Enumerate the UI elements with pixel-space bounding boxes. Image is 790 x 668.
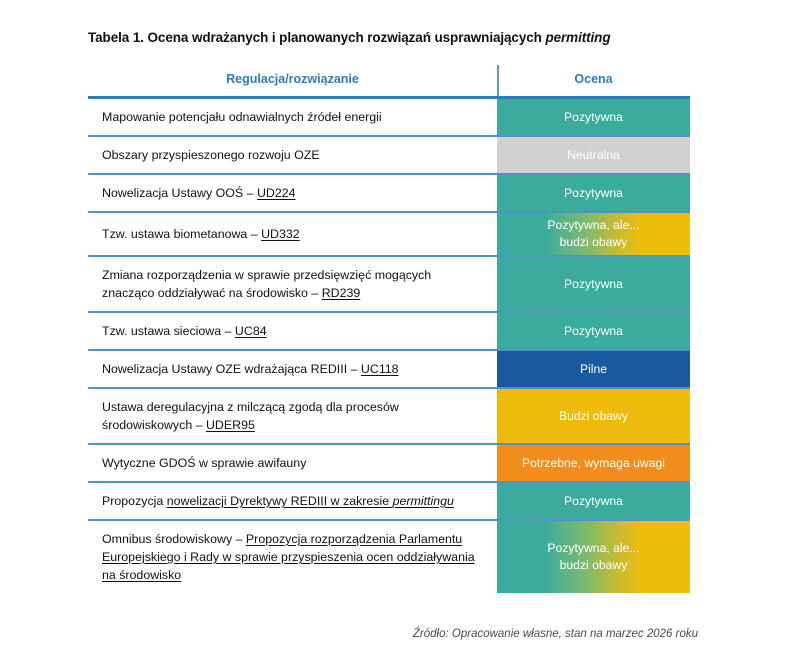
- regulation-text: Wytyczne GDOŚ w sprawie awifauny: [102, 454, 306, 472]
- assessment-line: Pilne: [579, 361, 608, 376]
- assessment-line: budzi obawy: [559, 558, 628, 572]
- regulation-cell: Zmiana rozporządzenia w sprawie przedsię…: [88, 257, 497, 311]
- regulation-plain-text: Nowelizacja Ustawy OZE wdrażająca REDIII…: [102, 362, 361, 376]
- page-title: Tabela 1. Ocena wdrażanych i planowanych…: [88, 30, 728, 45]
- regulation-cell: Tzw. ustawa biometanowa – UD332: [88, 213, 497, 255]
- regulation-reference-link[interactable]: permittingu: [392, 494, 454, 508]
- assessment-cell: Pozytywna: [497, 313, 690, 349]
- assessment-badge: Pozytywna: [564, 493, 623, 510]
- assessment-cell: Pozytywna, ale... budzi obawy: [497, 213, 690, 255]
- assessment-line: Neutralna: [567, 147, 620, 162]
- assessment-line: budzi obawy: [559, 235, 628, 249]
- table-row: Tzw. ustawa sieciowa – UC84 Pozytywna: [88, 313, 690, 351]
- table-row: Obszary przyspieszonego rozwoju OZE Neutr…: [88, 137, 690, 175]
- assessment-line: Budzi obawy: [558, 408, 629, 423]
- regulation-plain-text: Omnibus środowiskowy –: [102, 532, 246, 546]
- regulation-reference-link[interactable]: Propozycja rozporządzenia Parlamentu Eur…: [102, 532, 475, 582]
- regulation-plain-text: Propozycja: [102, 494, 167, 508]
- regulation-reference-link[interactable]: UDER95: [205, 418, 255, 432]
- regulation-cell: Nowelizacja Ustawy OOŚ – UD224: [88, 175, 497, 211]
- page-title-italic-word: permitting: [545, 30, 611, 45]
- regulation-text: Tzw. ustawa sieciowa – UC84: [102, 322, 267, 340]
- regulation-plain-text: Mapowanie potencjału odnawialnych źródeł…: [102, 110, 382, 124]
- assessment-cell: Pozytywna: [497, 257, 690, 311]
- assessment-badge: Pozytywna, ale... budzi obawy: [547, 540, 639, 574]
- assessment-cell: Pozytywna: [497, 175, 690, 211]
- assessment-table: Regulacja/rozwiązanie Ocena Mapowanie po…: [88, 62, 690, 593]
- assessment-line: Pozytywna: [564, 185, 623, 200]
- table-body: Mapowanie potencjału odnawialnych źródeł…: [88, 99, 690, 593]
- assessment-line: Pozytywna, ale...: [547, 541, 640, 555]
- assessment-badge: Neutralna: [567, 147, 620, 164]
- assessment-cell: Potrzebne, wymaga uwagi: [497, 445, 690, 481]
- assessment-badge: Pozytywna: [564, 323, 623, 340]
- regulation-cell: Ustawa deregulacyjna z milczącą zgodą dl…: [88, 389, 497, 443]
- table-row: Nowelizacja Ustawy OZE wdrażająca REDIII…: [88, 351, 690, 389]
- regulation-text: Nowelizacja Ustawy OOŚ – UD224: [102, 184, 296, 202]
- assessment-line: Pozytywna, ale...: [547, 218, 640, 232]
- assessment-cell: Budzi obawy: [497, 389, 690, 443]
- assessment-line: Pozytywna: [564, 109, 623, 124]
- assessment-line: Pozytywna: [564, 493, 623, 508]
- regulation-reference-link[interactable]: UD224: [256, 186, 296, 200]
- table-row: Wytyczne GDOŚ w sprawie awifauny Potrzebn…: [88, 445, 690, 483]
- assessment-line: Potrzebne, wymaga uwagi: [522, 455, 665, 470]
- regulation-reference-link[interactable]: UD332: [261, 227, 300, 241]
- assessment-line: Pozytywna: [564, 323, 623, 338]
- assessment-cell: Neutralna: [497, 137, 690, 173]
- regulation-cell: Propozycja nowelizacji Dyrektywy REDIII …: [88, 483, 497, 519]
- regulation-text: Omnibus środowiskowy – Propozycja rozpor…: [102, 530, 483, 584]
- assessment-badge: Pilne: [580, 361, 607, 378]
- regulation-cell: Mapowanie potencjału odnawialnych źródeł…: [88, 99, 497, 135]
- table-row: Omnibus środowiskowy – Propozycja rozpor…: [88, 521, 690, 593]
- table-row: Zmiana rozporządzenia w sprawie przedsię…: [88, 257, 690, 313]
- table-row: Mapowanie potencjału odnawialnych źródeł…: [88, 99, 690, 137]
- regulation-cell: Obszary przyspieszonego rozwoju OZE: [88, 137, 497, 173]
- assessment-badge: Pozytywna, ale... budzi obawy: [547, 217, 639, 251]
- regulation-text: Nowelizacja Ustawy OZE wdrażająca REDIII…: [102, 360, 399, 378]
- assessment-badge: Pozytywna: [564, 109, 623, 126]
- table-row: Propozycja nowelizacji Dyrektywy REDIII …: [88, 483, 690, 521]
- regulation-text: Ustawa deregulacyjna z milczącą zgodą dl…: [102, 398, 483, 434]
- table-row: Ustawa deregulacyjna z milczącą zgodą dl…: [88, 389, 690, 445]
- assessment-line: Pozytywna: [564, 276, 623, 291]
- regulation-reference-link[interactable]: RD239: [321, 286, 361, 300]
- regulation-plain-text: Zmiana rozporządzenia w sprawie przedsię…: [102, 268, 432, 300]
- regulation-reference-link[interactable]: UC118: [360, 362, 399, 376]
- table-row: Tzw. ustawa biometanowa – UD332 Pozytywna…: [88, 213, 690, 257]
- regulation-cell: Tzw. ustawa sieciowa – UC84: [88, 313, 497, 349]
- regulation-cell: Nowelizacja Ustawy OZE wdrażająca REDIII…: [88, 351, 497, 387]
- assessment-badge: Pozytywna: [564, 276, 623, 293]
- regulation-text: Obszary przyspieszonego rozwoju OZE: [102, 146, 320, 164]
- column-header-assessment: Ocena: [574, 72, 613, 86]
- column-header-regulation: Regulacja/rozwiązanie: [226, 72, 359, 86]
- regulation-text: Zmiana rozporządzenia w sprawie przedsię…: [102, 266, 483, 302]
- table-row: Nowelizacja Ustawy OOŚ – UD224 Pozytywna: [88, 175, 690, 213]
- header-column-divider: [497, 65, 499, 96]
- regulation-plain-text: Wytyczne GDOŚ w sprawie awifauny: [102, 456, 307, 470]
- source-note: Źródło: Opracowanie własne, stan na marz…: [412, 628, 698, 640]
- assessment-cell: Pilne: [497, 351, 690, 387]
- regulation-cell: Wytyczne GDOŚ w sprawie awifauny: [88, 445, 497, 481]
- regulation-plain-text: Tzw. ustawa biometanowa –: [102, 227, 262, 241]
- regulation-plain-text: Ustawa deregulacyjna z milczącą zgodą dl…: [102, 400, 399, 432]
- assessment-cell: Pozytywna: [497, 483, 690, 519]
- assessment-badge: Pozytywna: [564, 185, 623, 202]
- regulation-reference-link[interactable]: UC84: [234, 324, 267, 338]
- regulation-text: Propozycja nowelizacji Dyrektywy REDIII …: [102, 492, 454, 510]
- assessment-cell: Pozytywna: [497, 99, 690, 135]
- regulation-text: Mapowanie potencjału odnawialnych źródeł…: [102, 108, 382, 126]
- regulation-reference-link[interactable]: nowelizacji Dyrektywy REDIII w zakresie: [166, 494, 393, 508]
- page-title-text: Tabela 1. Ocena wdrażanych i planowanych…: [88, 30, 546, 45]
- assessment-badge: Potrzebne, wymaga uwagi: [522, 455, 665, 472]
- table-header-row: Regulacja/rozwiązanie Ocena: [88, 62, 690, 96]
- regulation-plain-text: Obszary przyspieszonego rozwoju OZE: [102, 148, 320, 162]
- regulation-plain-text: Nowelizacja Ustawy OOŚ –: [102, 186, 257, 200]
- regulation-plain-text: Tzw. ustawa sieciowa –: [102, 324, 235, 338]
- assessment-badge: Budzi obawy: [559, 408, 628, 425]
- header-bottom-rule: [88, 96, 690, 99]
- regulation-text: Tzw. ustawa biometanowa – UD332: [102, 225, 300, 243]
- assessment-cell: Pozytywna, ale... budzi obawy: [497, 521, 690, 593]
- regulation-cell: Omnibus środowiskowy – Propozycja rozpor…: [88, 521, 497, 593]
